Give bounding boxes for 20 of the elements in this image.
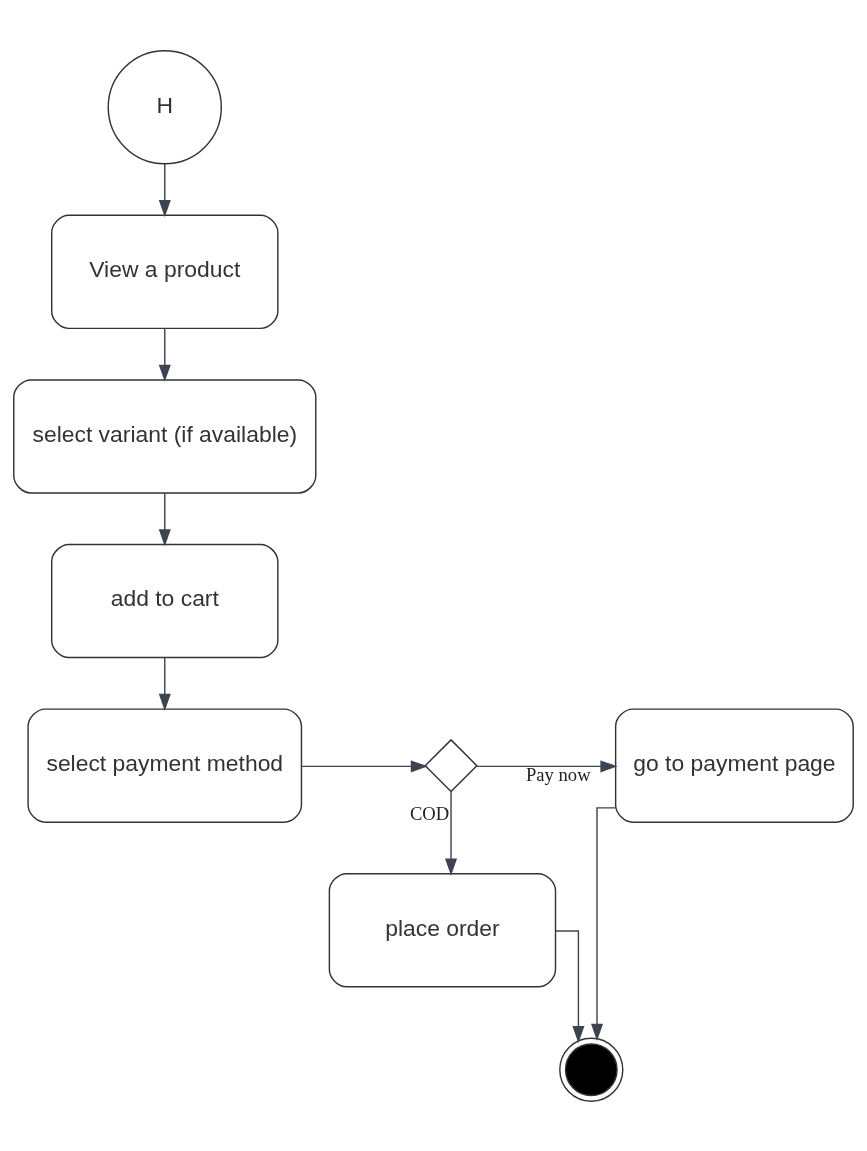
node-box: go to payment page [614, 707, 854, 823]
arrow [475, 759, 618, 772]
node-circle [559, 1037, 624, 1102]
arrow [158, 162, 171, 217]
node-circle: H [107, 49, 223, 164]
arrow [555, 929, 585, 1043]
arrow [158, 491, 171, 546]
node-diamond [424, 738, 478, 792]
node-box: place order [328, 872, 557, 987]
edge-label: Pay now [526, 763, 591, 785]
node-box: select variant (if available) [13, 378, 317, 494]
arrow [445, 790, 458, 876]
edge-label: COD [409, 802, 450, 824]
node-box: select payment method [27, 707, 303, 823]
arrow [158, 656, 171, 711]
arrow [591, 806, 617, 1041]
arrow [158, 327, 171, 382]
node-box: View a product [51, 214, 279, 329]
node-box: add to cart [51, 543, 279, 658]
arrow [300, 759, 428, 772]
